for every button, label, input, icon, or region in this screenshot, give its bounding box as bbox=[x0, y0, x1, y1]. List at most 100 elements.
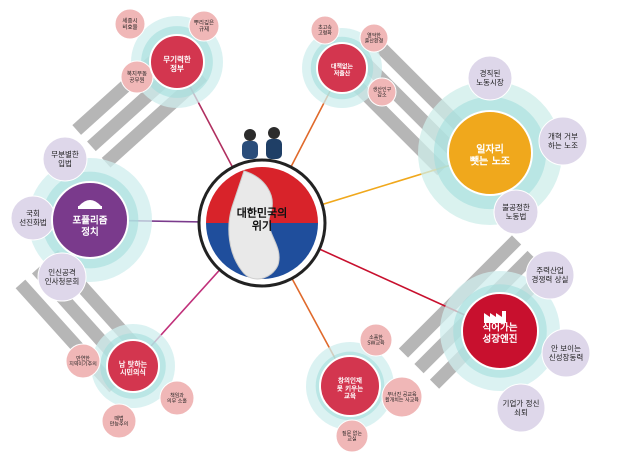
satellite-circle bbox=[367, 77, 397, 107]
satellite-label-line: 만능주의 bbox=[110, 421, 128, 428]
satellite-circle bbox=[188, 10, 220, 42]
satellite-label-line: 기업가 정신 bbox=[503, 398, 540, 408]
hub-label-line: 정부 bbox=[170, 63, 184, 73]
satellite-label-line: 안 보이는 bbox=[551, 343, 581, 353]
satellite-label-line: 노동시장 bbox=[476, 77, 504, 87]
satellite-label-line: 떼법 bbox=[114, 415, 123, 422]
satellite-label-line: 입법 bbox=[58, 158, 72, 168]
hub-label-line: 무기력한 bbox=[163, 54, 191, 64]
satellite-label-line: 공무원 bbox=[129, 76, 144, 84]
satellite-circle bbox=[37, 252, 87, 302]
hub-label-line: 성장엔진 bbox=[483, 333, 518, 345]
satellite-label-line: 활개치는 사교육 bbox=[385, 397, 419, 404]
satellite-label-line: 고령화 bbox=[318, 30, 332, 37]
hub-label-line: 시민의식 bbox=[120, 368, 146, 377]
satellite-label-line: 인사청문회 bbox=[45, 276, 80, 286]
satellite-label-line: 지역이기주의 bbox=[69, 361, 97, 368]
person-head-icon bbox=[268, 127, 280, 139]
satellite-label-line: 열악한 bbox=[367, 32, 381, 39]
satellite-label-line: 초고속 bbox=[318, 24, 332, 31]
assembly-base-icon bbox=[78, 206, 102, 209]
satellite-circle bbox=[120, 60, 154, 94]
satellite-label-line: SW교육 bbox=[367, 341, 385, 347]
hub-circle bbox=[106, 339, 160, 393]
satellite-label-line: 만연한 bbox=[76, 355, 90, 362]
satellite-circle bbox=[114, 8, 146, 40]
satellite-circle bbox=[101, 403, 137, 439]
center-label-line: 위기 bbox=[252, 218, 272, 232]
satellite-label-line: 국회 bbox=[26, 209, 40, 218]
satellite-label-line: 신성장동력 bbox=[549, 352, 584, 362]
satellite-label-line: 경직된 bbox=[480, 68, 501, 78]
satellite-circle bbox=[65, 343, 101, 379]
satellite-label-line: 소홀한 bbox=[369, 334, 383, 341]
hub-circle bbox=[149, 34, 205, 90]
satellite-circle bbox=[335, 419, 369, 453]
satellite-circle bbox=[310, 15, 340, 45]
satellite-label-line: 비효율 bbox=[122, 23, 137, 31]
hub-label-line: 교육 bbox=[344, 391, 356, 400]
hub-label-line: 일자리 bbox=[476, 143, 504, 156]
satellite-circle bbox=[467, 55, 513, 101]
satellite-label-line: 노동법 bbox=[506, 211, 527, 221]
satellite-label-line: 쇠퇴 bbox=[514, 408, 528, 417]
satellite-label-line: 출산환경 bbox=[365, 38, 383, 45]
satellite-label-line: 주력산업 bbox=[536, 265, 564, 275]
satellite-circle bbox=[359, 323, 393, 357]
satellite-circle bbox=[541, 328, 591, 378]
hub-label-line: 대책없는 bbox=[331, 63, 354, 71]
satellite-label-line: 책임과 bbox=[170, 392, 184, 399]
assembly-dome-icon bbox=[79, 200, 101, 206]
hub-label-line: 못 키우는 bbox=[337, 383, 363, 392]
satellite-circle bbox=[525, 250, 575, 300]
satellite-label-line: 경쟁력 상실 bbox=[532, 274, 569, 284]
satellite-label-line: 뿌리깊은 bbox=[194, 19, 214, 27]
satellite-label-line: 교실 bbox=[347, 436, 357, 443]
satellite-label-line: 세종시 bbox=[122, 17, 137, 25]
satellite-label-line: 개혁 거부 bbox=[548, 131, 578, 141]
hub-label-line: 남 탓하는 bbox=[119, 359, 148, 368]
satellite-label-line: 불공정한 bbox=[502, 202, 530, 212]
korea-map-icon bbox=[228, 170, 280, 280]
satellite-circle bbox=[381, 376, 423, 418]
satellite-label-line: 인신공격 bbox=[48, 267, 76, 277]
satellite-label-line: 선진화법 bbox=[19, 217, 47, 227]
hub-circle bbox=[447, 110, 533, 196]
satellite-label-line: 의무 소홀 bbox=[167, 398, 187, 405]
satellite-label-line: 무너진 공교육 bbox=[387, 391, 417, 398]
satellite-label-line: 질문 없는 bbox=[342, 430, 362, 437]
person-body-icon bbox=[242, 141, 258, 159]
hub-circle bbox=[51, 181, 129, 259]
satellite-circle bbox=[493, 189, 539, 235]
hub-circle bbox=[316, 42, 368, 94]
satellite-circle bbox=[42, 136, 88, 182]
satellite-label-line: 생산인구 bbox=[373, 86, 392, 93]
hub-label-line: 포퓰리즘 bbox=[73, 215, 108, 227]
hub-label-line: 뺏는 노조 bbox=[470, 154, 510, 167]
